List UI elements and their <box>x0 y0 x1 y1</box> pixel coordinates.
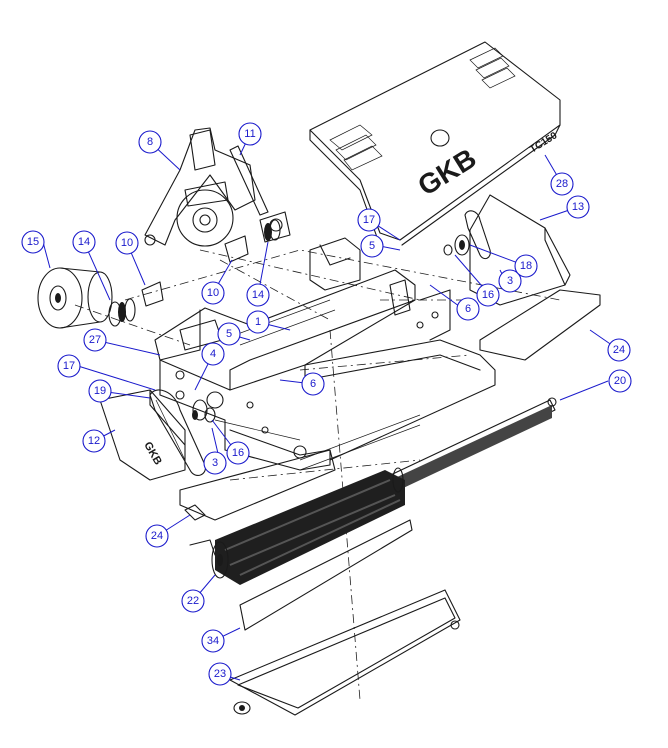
svg-text:16: 16 <box>482 289 494 301</box>
svg-text:6: 6 <box>465 303 471 315</box>
balloon-6-left: 6 <box>301 372 325 396</box>
svg-text:22: 22 <box>187 595 199 607</box>
balloon-15: 15 <box>21 230 45 254</box>
balloon-23: 23 <box>208 662 232 686</box>
side-bracket-assembly <box>144 127 291 247</box>
hub-bearing-left <box>108 298 136 327</box>
side-cover-logo-text: GKB <box>141 440 164 467</box>
svg-text:10: 10 <box>207 287 219 299</box>
balloon-17-left: 17 <box>57 354 81 378</box>
balloon-28: 28 <box>550 172 574 196</box>
left-side-cover: GKB <box>99 389 186 481</box>
cutting-reel <box>189 467 405 585</box>
debris-tray-left <box>179 449 336 521</box>
leader-lines <box>42 133 620 681</box>
balloon-10-upper: 10 <box>115 231 139 255</box>
balloon-24-right: 24 <box>607 338 631 362</box>
svg-text:5: 5 <box>369 240 375 252</box>
right-side-cover <box>469 194 571 306</box>
balloon-4: 4 <box>201 342 225 366</box>
brush-roller <box>379 397 557 498</box>
svg-text:19: 19 <box>94 385 106 397</box>
bottom-frame <box>229 589 461 716</box>
svg-text:28: 28 <box>556 178 568 190</box>
balloon-18: 18 <box>514 254 538 278</box>
balloon-8: 8 <box>138 130 162 154</box>
balloon-1: 1 <box>246 310 270 334</box>
balloon-3-right: 3 <box>498 269 522 293</box>
svg-text:23: 23 <box>214 668 226 680</box>
svg-text:17: 17 <box>63 360 75 372</box>
pulley-left <box>192 399 216 423</box>
svg-text:3: 3 <box>507 275 513 287</box>
svg-text:34: 34 <box>207 635 219 647</box>
svg-text:13: 13 <box>572 201 584 213</box>
assembly-center-lines <box>74 249 561 701</box>
balloon-14-upper: 14 <box>72 230 96 254</box>
balloon-13: 13 <box>566 195 590 219</box>
hub-bearing-right <box>264 219 281 241</box>
svg-text:24: 24 <box>151 530 163 542</box>
balloon-16-right: 16 <box>476 283 500 307</box>
svg-text:18: 18 <box>520 260 532 272</box>
svg-text:10: 10 <box>121 237 133 249</box>
svg-text:8: 8 <box>147 136 153 148</box>
balloon-10-lower: 10 <box>201 281 225 305</box>
balloon-11: 11 <box>238 122 262 146</box>
balloon-5-left: 5 <box>217 322 241 346</box>
balloon-22: 22 <box>181 589 205 613</box>
svg-text:12: 12 <box>88 435 100 447</box>
bedknife-plate <box>239 519 413 631</box>
svg-text:6: 6 <box>310 378 316 390</box>
svg-text:24: 24 <box>613 344 625 356</box>
balloon-12: 12 <box>82 429 106 453</box>
svg-text:5: 5 <box>226 328 232 340</box>
svg-text:1: 1 <box>255 316 261 328</box>
roller-wheel <box>37 267 113 329</box>
balloon-24-left: 24 <box>145 524 169 548</box>
svg-text:20: 20 <box>614 375 626 387</box>
pulley-right <box>443 234 470 256</box>
balloon-5-right: 5 <box>360 234 384 258</box>
svg-text:14: 14 <box>78 236 90 248</box>
balloon-19: 19 <box>88 379 112 403</box>
balloon-17-right: 17 <box>357 208 381 232</box>
debris-tray-right <box>479 289 601 361</box>
hood-model-text: TC150 <box>528 130 560 155</box>
balloon-16-left: 16 <box>226 441 250 465</box>
balloon-20: 20 <box>608 369 632 393</box>
svg-text:15: 15 <box>27 236 39 248</box>
svg-text:16: 16 <box>232 447 244 459</box>
balloon-14-lower: 14 <box>246 283 270 307</box>
svg-text:27: 27 <box>89 334 101 346</box>
svg-text:14: 14 <box>252 289 264 301</box>
balloon-6-right: 6 <box>456 297 480 321</box>
balloon-34: 34 <box>201 629 225 653</box>
svg-text:3: 3 <box>212 457 218 469</box>
svg-text:11: 11 <box>244 128 255 140</box>
main-chassis-frame <box>154 237 496 471</box>
drive-belt-right <box>464 210 491 260</box>
clip-parts <box>141 235 249 307</box>
balloon-3-left: 3 <box>203 451 227 475</box>
hood-logo-text: GKB <box>412 142 481 201</box>
balloon-27: 27 <box>83 328 107 352</box>
svg-text:17: 17 <box>363 214 375 226</box>
svg-text:4: 4 <box>210 348 216 360</box>
